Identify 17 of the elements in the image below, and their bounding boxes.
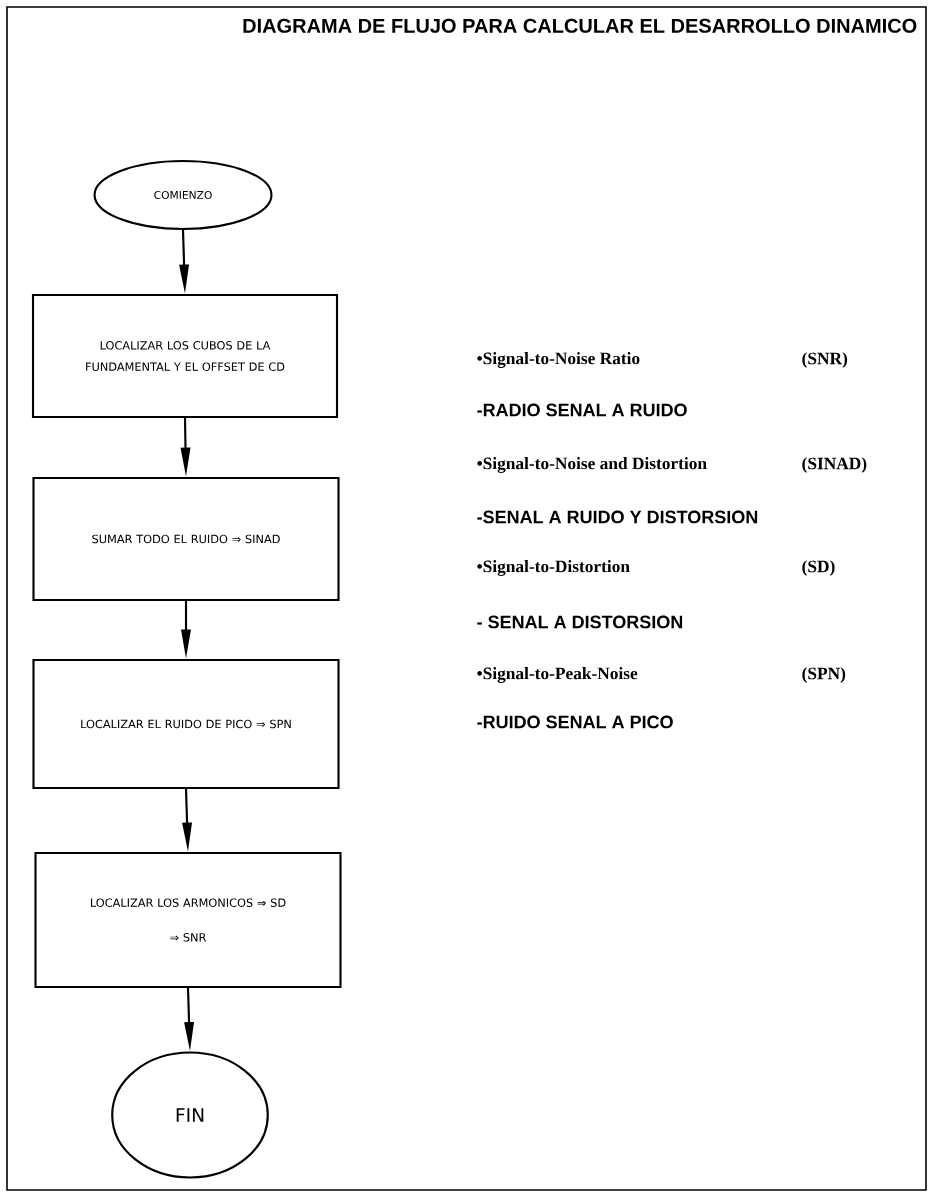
translation-label: - SENAL A DISTORSION — [477, 615, 683, 629]
term-label: •Signal-to-Noise and Distortion — [477, 457, 707, 473]
translation-label: -RUIDO SENAL A PICO — [477, 715, 673, 729]
translation-label: -SENAL A RUIDO Y DISTORSION — [477, 510, 758, 524]
process-box: SUMAR TODO EL RUIDO ⇒ SINAD — [32, 476, 340, 602]
process-box: LOCALIZAR LOS ARMONICOS ⇒ SD ⇒ SNR — [34, 851, 342, 989]
term-label: (SNR) — [802, 352, 848, 368]
term-label: •Signal-to-Peak-Noise — [477, 667, 638, 683]
term-label: (SPN) — [802, 667, 846, 683]
process-box: LOCALIZAR LOS CUBOS DE LA FUNDAMENTAL Y EL OFFSET DE CD — [31, 293, 339, 419]
translation-label: -RADIO SENAL A RUIDO — [477, 403, 687, 417]
process-box: LOCALIZAR EL RUIDO DE PICO ⇒ SPN — [32, 658, 340, 790]
term-label: •Signal-to-Distortion — [477, 560, 630, 576]
term-label: •Signal-to-Noise Ratio — [477, 352, 640, 368]
term-label: (SD) — [802, 560, 835, 576]
title: DIAGRAMA DE FLUJO PARA CALCULAR EL DESARROLLO DINAMICO — [243, 18, 917, 33]
term-label: (SINAD) — [802, 457, 867, 473]
